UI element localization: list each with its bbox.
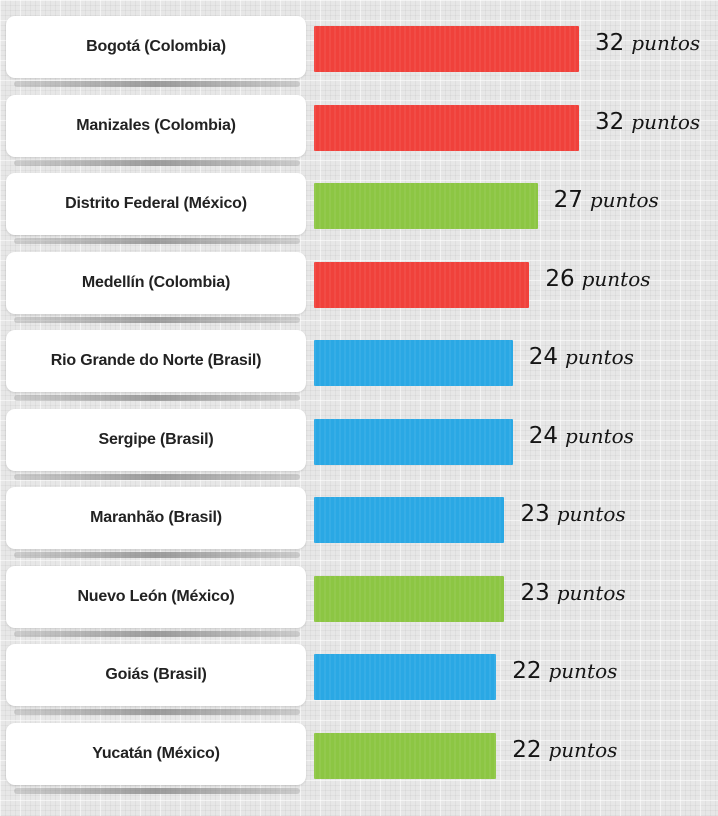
label-card-shadow — [14, 159, 300, 166]
data-label-value: 22 — [512, 736, 542, 763]
data-label-value: 24 — [528, 422, 559, 449]
label-card-shadow — [14, 81, 300, 87]
data-label-unit: puntos — [581, 266, 651, 291]
data-label-value: 22 — [512, 658, 542, 684]
bar — [314, 26, 579, 72]
category-label-card: Rio Grande do Norte (Brasil) — [6, 330, 306, 392]
category-label-card: Sergipe (Brasil) — [6, 408, 306, 471]
data-label-value: 32 — [595, 108, 625, 135]
category-label-card: Maranhão (Brasil) — [6, 487, 306, 549]
data-label-unit: puntos — [556, 580, 626, 605]
category-label: Sergipe (Brasil) — [98, 430, 214, 448]
category-label: Distrito Federal (México) — [65, 195, 247, 212]
label-card-shadow — [14, 316, 300, 323]
label-card-shadow — [14, 787, 300, 794]
data-label-value: 27 — [553, 187, 583, 213]
category-label-card: Goiás (Brasil) — [6, 644, 306, 706]
label-card-shadow — [14, 473, 300, 480]
category-label-card: Manizales (Colombia) — [6, 94, 306, 157]
data-label-unit: puntos — [556, 502, 626, 526]
bar — [314, 418, 513, 465]
category-label: Manizales (Colombia) — [76, 116, 236, 134]
category-label: Goiás (Brasil) — [105, 666, 207, 683]
label-card-shadow — [14, 709, 300, 715]
label-card-shadow — [14, 238, 300, 244]
data-label-unit: puntos — [548, 659, 618, 683]
category-label: Yucatán (México) — [92, 744, 220, 762]
category-label: Maranhão (Brasil) — [90, 509, 222, 526]
bar — [314, 497, 505, 543]
data-label-value: 23 — [520, 501, 550, 527]
data-label-unit: puntos — [631, 109, 701, 134]
bar — [314, 183, 538, 229]
bar — [314, 732, 497, 779]
category-label: Nuevo León (México) — [77, 587, 235, 605]
label-card-shadow — [14, 395, 300, 401]
category-label-card: Medellín (Colombia) — [6, 251, 306, 314]
category-label-card: Bogotá (Colombia) — [6, 16, 306, 78]
bar — [314, 654, 497, 700]
data-label-value: 24 — [528, 344, 559, 370]
data-label-value: 23 — [520, 579, 550, 606]
category-label: Bogotá (Colombia) — [86, 38, 226, 55]
data-label-unit: puntos — [548, 737, 618, 762]
data-label-unit: puntos — [565, 423, 634, 448]
data-label-unit: puntos — [589, 188, 659, 212]
category-label-card: Distrito Federal (México) — [6, 173, 306, 235]
label-card-shadow — [14, 630, 300, 637]
bar — [314, 261, 530, 308]
data-label-value: 32 — [595, 30, 625, 56]
category-label: Rio Grande do Norte (Brasil) — [50, 352, 262, 369]
bar — [314, 104, 579, 151]
data-label-unit: puntos — [565, 345, 634, 369]
bar — [314, 575, 505, 622]
data-label-value: 26 — [545, 265, 575, 292]
category-label-card: Nuevo León (México) — [6, 565, 306, 628]
label-card-shadow — [14, 552, 300, 558]
category-label: Medellín (Colombia) — [81, 273, 231, 291]
category-label-card: Yucatán (México) — [6, 722, 306, 785]
bar — [314, 340, 513, 386]
data-label-unit: puntos — [631, 31, 701, 55]
